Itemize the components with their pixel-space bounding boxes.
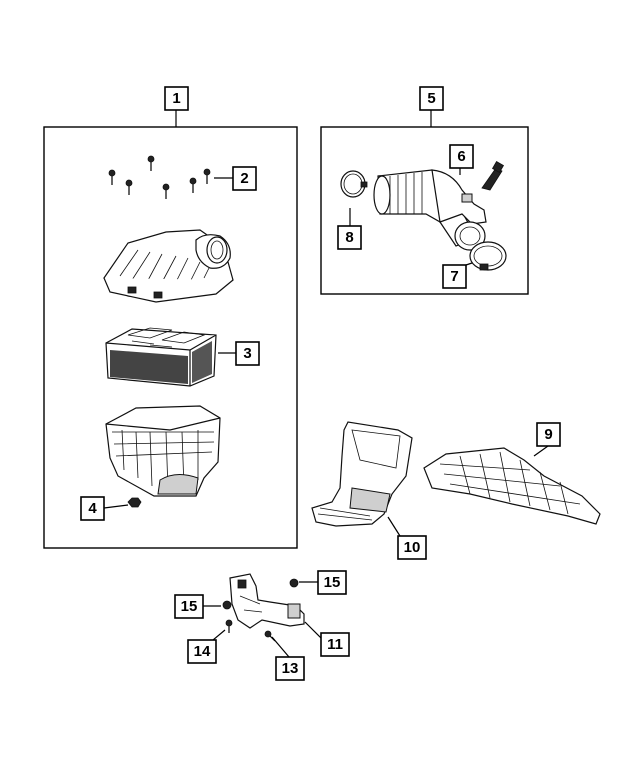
sensor <box>481 160 505 191</box>
callout-5: 5 <box>419 86 444 111</box>
callout-11: 11 <box>320 632 350 657</box>
svg-text:15: 15 <box>324 574 341 591</box>
air-cleaner-assembly-frame <box>43 126 298 549</box>
callout-8: 8 <box>337 225 362 250</box>
callout-15-right: 15 <box>317 570 347 595</box>
inlet-duct <box>311 421 413 527</box>
callout-2: 2 <box>232 166 257 191</box>
resonator <box>423 447 601 525</box>
callout-4: 4 <box>80 496 105 521</box>
svg-text:5: 5 <box>427 90 435 107</box>
air-cleaner-cover <box>103 229 234 303</box>
air-cleaner-housing <box>105 405 221 497</box>
hose-clamp-left <box>340 170 368 198</box>
fasteners <box>222 578 299 642</box>
callout-3: 3 <box>235 341 260 366</box>
air-inlet-hose <box>373 169 487 251</box>
screw-set <box>108 155 211 199</box>
svg-text:15: 15 <box>181 598 198 615</box>
callout-1: 1 <box>164 86 189 111</box>
bracket <box>229 573 305 629</box>
svg-text:1: 1 <box>172 90 180 107</box>
callout-14: 14 <box>187 639 217 664</box>
svg-text:8: 8 <box>345 229 353 246</box>
callout-15-left: 15 <box>174 594 204 619</box>
hose-clamp-right <box>469 241 507 271</box>
svg-text:10: 10 <box>404 539 421 556</box>
callout-7: 7 <box>442 264 467 289</box>
svg-text:14: 14 <box>194 643 211 660</box>
duct-assembly-frame <box>320 126 529 295</box>
air-filter <box>105 327 217 387</box>
svg-text:13: 13 <box>282 660 299 677</box>
callout-6: 6 <box>449 144 474 169</box>
svg-text:11: 11 <box>327 636 343 653</box>
callout-10: 10 <box>397 535 427 560</box>
nut <box>127 497 142 508</box>
svg-text:3: 3 <box>243 345 251 362</box>
svg-text:6: 6 <box>457 148 465 165</box>
leader-lines <box>103 110 549 658</box>
svg-text:7: 7 <box>450 268 458 285</box>
svg-text:9: 9 <box>544 426 552 443</box>
callout-13: 13 <box>275 656 305 681</box>
svg-text:2: 2 <box>240 170 248 187</box>
callout-9: 9 <box>536 422 561 447</box>
svg-text:4: 4 <box>88 500 97 517</box>
